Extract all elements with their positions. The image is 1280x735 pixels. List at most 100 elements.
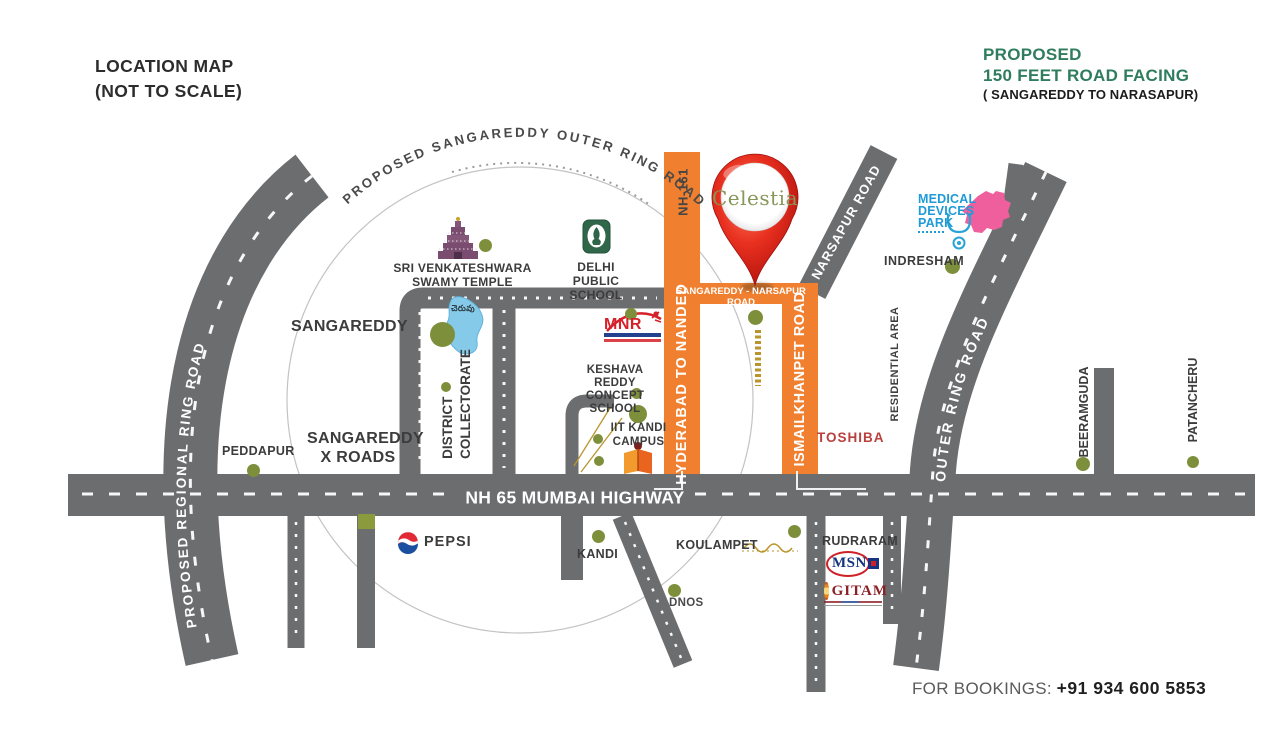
outer-ring-road — [893, 161, 1067, 672]
delhi-public-school-icon — [582, 219, 611, 254]
sangareddy-narsapur-road-label: SANGAREDDY - NARSAPUR ROAD — [676, 286, 806, 308]
beeramguda-dot — [1076, 457, 1090, 471]
sangareddy-narsapur-road — [664, 283, 818, 304]
pin-shadow — [741, 282, 773, 292]
nh161-road — [664, 152, 700, 474]
temple-label: SRI VENKATESHWARA SWAMY TEMPLE — [385, 261, 540, 289]
sangareddy-town-road — [399, 287, 664, 474]
lake-label: చెరువు — [451, 303, 475, 313]
mnr-road-dot — [625, 308, 637, 320]
gold-logo-dot — [788, 525, 801, 538]
pepsi-icon — [397, 531, 419, 554]
iit-line2: CAMPUS — [612, 436, 665, 448]
msn-text: MSN — [832, 555, 867, 571]
proposed-road-note: PROPOSED 150 FEET ROAD FACING ( SANGARED… — [983, 44, 1198, 103]
msn-logo: MSN — [826, 551, 880, 579]
bookings-phone: +91 934 600 5853 — [1056, 678, 1207, 698]
mdp-dotted-line — [918, 231, 944, 233]
map-title-line1: LOCATION MAP — [95, 56, 234, 76]
nh65-highway — [68, 474, 1255, 516]
district-dot — [441, 382, 451, 392]
bookings-footer: FOR BOOKINGS: +91 934 600 5853 — [912, 678, 1206, 699]
gold-plot-marks — [573, 330, 798, 553]
orange-roads — [664, 152, 818, 474]
ismailkhanpet-road-label: ISMAILKHANPET ROAD — [792, 291, 808, 467]
indresham-dot — [945, 259, 960, 274]
celestia-project-logo: Celestia — [712, 186, 798, 210]
toshiba-label: TOSHIBA — [817, 430, 885, 445]
telangana-map-shape — [962, 191, 1011, 233]
temple-label-line1: SRI VENKATESHWARA — [393, 261, 532, 275]
project-area-dot — [748, 310, 763, 325]
lake-shape — [445, 296, 484, 355]
junction-brackets — [654, 471, 866, 490]
gitam-emblem-icon — [824, 582, 829, 600]
keshava-line2: CONCEPT SCHOOL — [585, 390, 645, 415]
mdp-line3: PARK — [918, 215, 954, 230]
iit-kandi-label: IIT KANDI CAMPUS — [610, 421, 667, 449]
keshava-reddy-school-label: KESHAVA REDDY CONCEPT SCHOOL — [565, 364, 665, 416]
peddapur-label: PEDDAPUR — [222, 444, 295, 458]
orr-branch-stub — [996, 162, 1024, 254]
nh161-label: NH-161 — [675, 168, 691, 216]
beeramguda-label: BEERAMGUDA — [1077, 366, 1091, 458]
mnr-red-strip — [604, 339, 661, 342]
medical-devices-park-label: MEDICAL DEVICES PARK — [918, 192, 977, 230]
district-line1: DISTRICT — [440, 396, 455, 459]
map-title-line2: (NOT TO SCALE) — [95, 81, 243, 101]
patancheru-dot — [1187, 456, 1199, 468]
bookings-label: FOR BOOKINGS: — [912, 679, 1052, 698]
kandi-label: KANDI — [577, 547, 619, 561]
gitam-subline2 — [824, 605, 882, 606]
proposed-line1: PROPOSED — [983, 45, 1082, 64]
dnos-label: DNOS — [669, 597, 704, 609]
sangareddy-x-roads-label: SANGAREDDY X ROADS — [307, 429, 424, 467]
nh65-highway-label: NH 65 MUMBAI HIGHWAY — [465, 487, 685, 508]
road-dashes — [82, 171, 1245, 686]
temple-icon — [438, 217, 478, 259]
keshava-dot — [631, 388, 642, 399]
gitam-text: GITAM — [831, 582, 888, 599]
gitam-logo: GITAM — [824, 582, 888, 606]
proposed-line3: ( SANGAREDDY TO NARASAPUR) — [983, 87, 1199, 102]
koulampet-label: KOULAMPET — [676, 538, 758, 552]
dps-label-line1: DELHI — [577, 260, 615, 274]
gitam-subline1 — [824, 601, 882, 603]
mnr-text: MNR — [604, 316, 642, 333]
celestia-location-pin — [711, 153, 799, 292]
stethoscope-icon — [946, 215, 972, 234]
iit-area-dot — [629, 405, 647, 423]
mdp-line1: MEDICAL — [918, 192, 977, 206]
sangareddy-label: SANGAREDDY — [291, 318, 408, 335]
pepsi-label: PEPSI — [424, 534, 472, 550]
plot-dot-1 — [593, 434, 603, 444]
plot-dot-2 — [594, 456, 604, 466]
narsapur-road — [798, 145, 898, 299]
iit-line1: IIT KANDI — [610, 422, 667, 434]
temple-label-line2: SWAMY TEMPLE — [412, 275, 513, 289]
dnos-dot — [668, 584, 681, 597]
keshava-line1: KESHAVA REDDY — [586, 364, 644, 389]
mdp-line2: DEVICES — [918, 203, 975, 218]
district-line2: COLLECTORATE — [458, 349, 473, 459]
proposed-line2: 150 FEET ROAD FACING — [983, 66, 1190, 85]
iit-kandi-book-icon — [624, 442, 652, 474]
kandi-dot — [592, 530, 605, 543]
sangareddy-outer-ring-circle — [286, 166, 754, 634]
ismailkhanpet-road — [782, 283, 818, 474]
district-collectorate-label: DISTRICT COLLECTORATE — [439, 349, 475, 459]
medical-devices-park-icon — [945, 191, 1011, 250]
map-title: LOCATION MAP (NOT TO SCALE) — [95, 54, 242, 104]
sangareddy-big-dot — [430, 322, 455, 347]
x-roads-line2: X ROADS — [320, 449, 396, 466]
iit-kandi-road — [565, 394, 614, 474]
x-roads-line1: SANGAREDDY — [307, 430, 424, 447]
peddapur-dot — [247, 464, 260, 477]
residential-area-label: RESIDENTIAL AREA — [889, 306, 901, 422]
dps-label-line2: PUBLIC SCHOOL — [569, 274, 623, 302]
hyderabad-to-nanded-label: HYDERABAD TO NANDED — [674, 283, 690, 485]
dps-label: DELHI PUBLIC SCHOOL — [546, 260, 646, 302]
patancheru-label: PATANCHERU — [1186, 357, 1200, 443]
